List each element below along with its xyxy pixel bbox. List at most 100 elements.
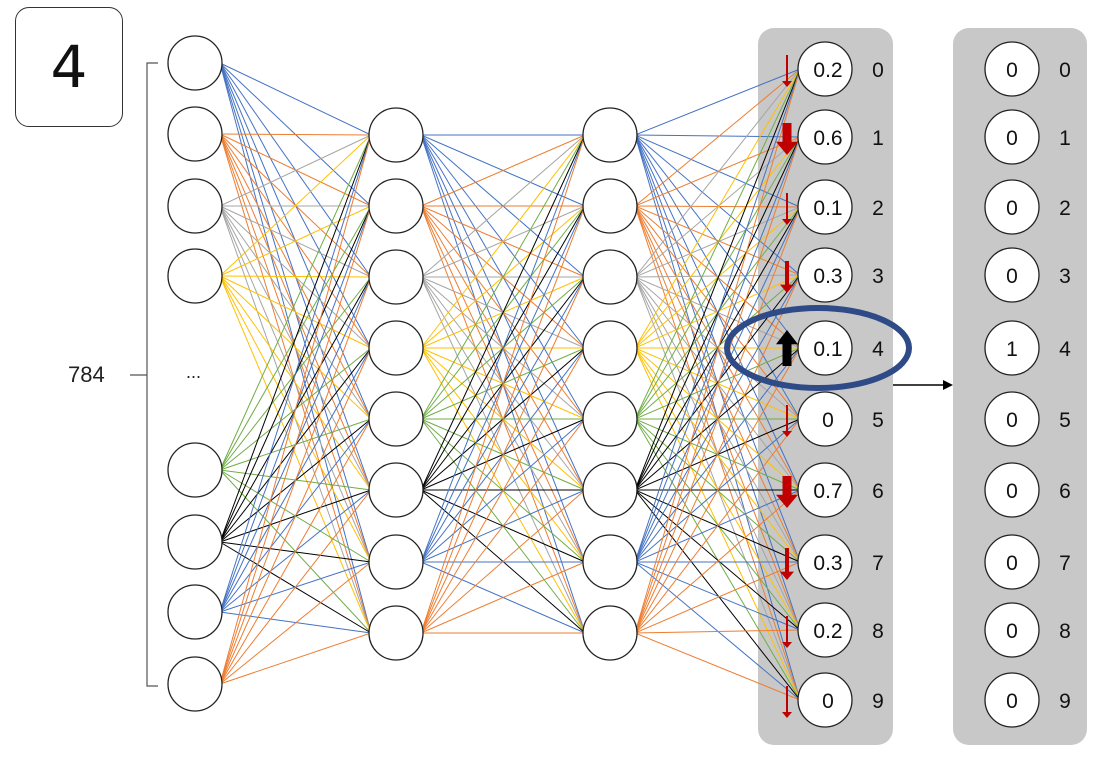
hidden2-output-edge	[634, 136, 801, 207]
hidden2-output-edge	[634, 68, 801, 420]
output-neuron	[797, 391, 853, 447]
hidden2-output-edge	[634, 68, 801, 207]
down-arrow-icon	[776, 476, 798, 508]
hidden2-output-edge	[634, 136, 801, 349]
target-value: 0	[1006, 197, 1018, 220]
output-digit-label: 7	[872, 552, 884, 575]
input-hidden1-edge	[219, 134, 372, 471]
hidden1-hidden2-edge	[420, 418, 586, 634]
hidden2-output-edge	[634, 489, 801, 634]
output-neuron	[797, 179, 853, 235]
input-neuron	[167, 514, 223, 570]
output-neuron	[797, 462, 853, 518]
arrow-head-icon	[943, 380, 953, 390]
input-count-label: 784	[68, 362, 105, 387]
hidden1-hidden2-edge	[420, 134, 586, 563]
hidden1-neuron	[368, 320, 424, 376]
up-arrow-icon	[776, 330, 798, 366]
hidden1-hidden2-edge	[420, 561, 586, 634]
hidden2-output-edge	[634, 136, 801, 634]
down-arrow-icon	[782, 686, 792, 718]
hidden2-output-edge	[634, 629, 801, 634]
hidden2-output-edge	[634, 136, 801, 491]
target-value: 0	[1006, 59, 1018, 82]
hidden2-output-edge	[634, 206, 801, 634]
target-value: 0	[1006, 127, 1018, 150]
hidden1-neuron	[368, 605, 424, 661]
input-neuron	[167, 178, 223, 234]
output-digit-label: 0	[872, 59, 884, 82]
output-value: 0.6	[813, 127, 842, 150]
hidden2-neuron	[582, 534, 638, 590]
hidden1-neuron	[368, 391, 424, 447]
hidden2-output-edge	[634, 205, 801, 276]
target-value: 0	[1006, 690, 1018, 713]
hidden1-neuron	[368, 249, 424, 305]
input-neuron	[167, 584, 223, 640]
hidden2-output-edge	[634, 347, 801, 634]
input-digit-box: 4	[15, 7, 123, 127]
target-neuron	[984, 109, 1040, 165]
output-digit-label: 8	[872, 620, 884, 643]
hidden2-output-edge	[634, 68, 801, 278]
hidden1-hidden2-edge	[420, 134, 586, 420]
target-neuron	[984, 41, 1040, 97]
input-hidden1-edge	[219, 205, 372, 685]
input-hidden1-edge	[219, 275, 372, 420]
input-hidden1-edge	[219, 134, 372, 543]
target-value: 0	[1006, 480, 1018, 503]
input-hidden1-edge	[219, 275, 372, 349]
down-arrow-icon	[782, 193, 792, 225]
input-bracket	[146, 62, 158, 687]
output-value: 0.3	[813, 552, 842, 575]
input-hidden1-edge	[219, 275, 372, 634]
input-hidden1-edge	[219, 134, 372, 685]
hidden2-output-edge	[634, 134, 801, 276]
input-hidden1-edge	[219, 275, 372, 563]
down-arrow-icon	[776, 123, 798, 155]
input-neuron	[167, 656, 223, 712]
target-digit-label: 8	[1059, 620, 1071, 643]
target-digit-label: 9	[1059, 690, 1071, 713]
target-value: 0	[1006, 409, 1018, 432]
hidden2-output-edge	[634, 418, 801, 634]
output-neuron	[797, 602, 853, 658]
input-neuron	[167, 442, 223, 498]
hidden2-output-edge	[634, 274, 801, 349]
output-neuron	[797, 109, 853, 165]
target-neuron	[984, 179, 1040, 235]
hidden1-hidden2-edge	[420, 134, 586, 634]
hidden1-hidden2-edge	[420, 489, 586, 634]
hidden2-neuron	[582, 107, 638, 163]
target-value: 1	[1006, 338, 1018, 361]
hidden2-output-edge	[634, 136, 801, 278]
down-arrow-icon	[782, 55, 792, 87]
target-digit-label: 1	[1059, 127, 1071, 150]
input-hidden1-edge	[219, 134, 372, 277]
input-hidden1-edge	[219, 134, 372, 613]
target-digit-label: 4	[1059, 338, 1071, 361]
input-neuron	[167, 35, 223, 91]
target-digit-label: 3	[1059, 265, 1071, 288]
target-neuron	[984, 320, 1040, 376]
highlight-ring	[724, 305, 912, 391]
hidden2-output-edge	[634, 134, 801, 138]
input-hidden1-edge	[219, 418, 372, 685]
target-digit-label: 2	[1059, 197, 1071, 220]
output-value: 0.2	[813, 620, 842, 643]
hidden2-output-edge	[634, 136, 801, 420]
input-ellipsis: ...	[186, 362, 202, 382]
target-neuron	[984, 672, 1040, 728]
target-value: 0	[1006, 265, 1018, 288]
input-hidden1-edge	[219, 275, 372, 278]
target-digit-label: 7	[1059, 552, 1071, 575]
hidden2-neuron	[582, 462, 638, 518]
hidden1-neuron	[368, 534, 424, 590]
output-digit-label: 2	[872, 197, 884, 220]
down-arrow-icon	[782, 405, 792, 437]
input-hidden1-edge	[219, 62, 372, 136]
hidden2-output-edge	[634, 274, 801, 634]
hidden1-neuron	[368, 107, 424, 163]
output-digit-label: 5	[872, 409, 884, 432]
hidden2-neuron	[582, 249, 638, 305]
